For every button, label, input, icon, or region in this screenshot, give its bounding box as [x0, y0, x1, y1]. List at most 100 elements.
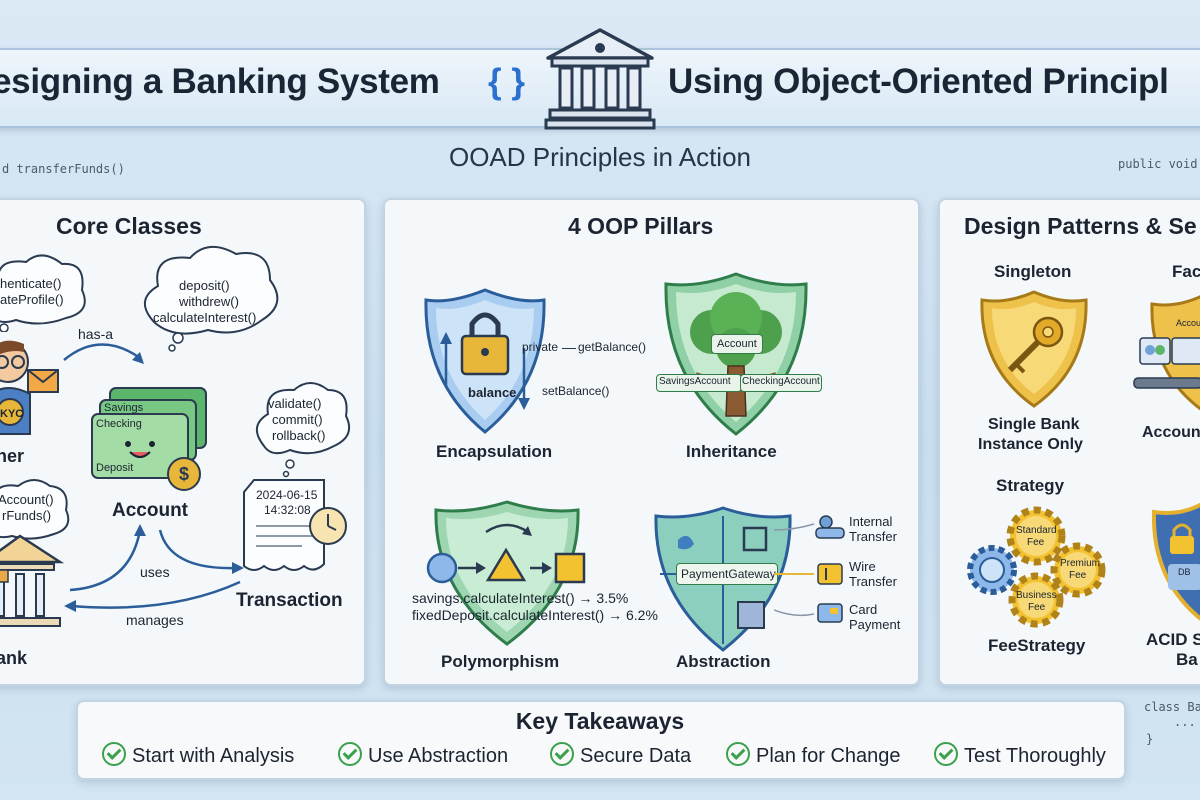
- cloud-customer-line2: ateProfile(): [0, 292, 64, 307]
- poly-line2: fixedDeposit.calculateInterest() → 6.2%: [412, 607, 658, 623]
- fee-premium-line2: Fee: [1069, 570, 1087, 581]
- account-label: Account: [112, 500, 188, 521]
- inheritance-shield-icon: [664, 272, 808, 436]
- encap-balance: balance: [468, 385, 517, 400]
- payment-gateway: PaymentGateway: [681, 567, 776, 581]
- card-payment-line1: Card: [849, 602, 878, 617]
- encap-get-balance: getBalance(): [578, 340, 647, 354]
- factory-shield-icon: [1133, 295, 1200, 411]
- takeaway-item: Start with Analysis: [102, 742, 294, 768]
- singleton-label: Singleton: [994, 262, 1072, 281]
- fee-business-line2: Fee: [1028, 602, 1046, 613]
- takeaway-item: Secure Data: [550, 742, 691, 768]
- encap-private: private: [522, 340, 559, 354]
- cloud-transaction-icon: [256, 382, 350, 478]
- polymorphism-shield-icon: [426, 500, 586, 646]
- abstraction-connectors: [774, 523, 815, 617]
- code-snippet-right: public void: [1118, 157, 1198, 171]
- takeaway-item: Use Abstraction: [338, 742, 508, 768]
- singleton-desc-line2: Instance Only: [978, 436, 1083, 453]
- check-circle-icon: [550, 742, 574, 766]
- subtitle: OOAD Principles in Action: [448, 142, 751, 172]
- cloud-transaction-line2: commit(): [272, 412, 323, 427]
- takeaway-item: Test Thoroughly: [934, 742, 1106, 768]
- receipt-time: 14:32:08: [264, 503, 311, 517]
- rel-uses: uses: [140, 564, 170, 580]
- check-circle-icon: [726, 742, 750, 766]
- key-takeaways-title: Key Takeaways: [515, 708, 685, 734]
- customer-label: ner: [0, 446, 25, 466]
- cloud-transaction-line3: rollback(): [272, 428, 326, 443]
- cloud-customer-icon: [0, 254, 86, 332]
- card-deposit: Deposit: [96, 462, 134, 474]
- customer-icon: [0, 340, 59, 435]
- rel-has-a: has-a: [78, 326, 114, 342]
- cloud-account-line3: calculateInterest(): [153, 310, 257, 325]
- cloud-account-icon: [144, 246, 279, 352]
- dollar-icon: $: [179, 464, 190, 484]
- singleton-desc-line1: Single Bank: [988, 416, 1080, 433]
- abstraction-label: Abstraction: [676, 652, 771, 671]
- poly-line1: savings.calculateInterest() → 3.5%: [412, 590, 629, 606]
- card-savings: Savings: [104, 402, 144, 414]
- code-bottom-line3: }: [1146, 732, 1154, 746]
- factory-tag: AccountFact: [1176, 318, 1200, 328]
- core-classes-title: Core Classes: [56, 213, 202, 239]
- takeaway-item: Plan for Change: [726, 742, 901, 768]
- db-label: DB: [1178, 567, 1191, 577]
- fee-strategy-label: FeeStrategy: [988, 636, 1086, 655]
- acid-shield-icon: [1151, 502, 1200, 621]
- cloud-bank-line2: rFunds(): [2, 508, 52, 523]
- check-circle-icon: [338, 742, 362, 766]
- fee-premium-line1: Premium: [1060, 558, 1101, 569]
- braces-icon: { }: [488, 62, 525, 101]
- encapsulation-label: Encapsulation: [436, 442, 553, 461]
- bank-building-icon: [544, 28, 656, 130]
- account-cards-icon: [91, 387, 207, 491]
- fee-standard-line1: Standard: [1016, 525, 1057, 536]
- internal-transfer-icon: [815, 515, 845, 539]
- factory-desc: Accoun: [1142, 424, 1200, 441]
- inh-account-box: [711, 334, 763, 354]
- encap-set-balance: setBalance(): [542, 384, 610, 398]
- key-takeaways-panel: [76, 700, 1126, 780]
- cloud-bank-icon: [0, 479, 70, 540]
- bank-label: ank: [0, 648, 28, 668]
- inh-savings: SavingsAccount: [659, 376, 731, 387]
- kyc-badge: KYC: [0, 408, 24, 420]
- inh-checking: CheckingAccount: [742, 376, 820, 387]
- rel-manages: manages: [126, 612, 184, 628]
- transaction-label: Transaction: [236, 590, 343, 611]
- relation-arrows: [64, 524, 244, 612]
- design-patterns-title: Design Patterns & Se: [964, 213, 1197, 239]
- code-bottom-line1: class Ba: [1144, 700, 1200, 714]
- design-patterns-panel: [938, 198, 1200, 686]
- card-checking: Checking: [96, 418, 142, 430]
- inh-account: Account: [717, 338, 757, 350]
- cloud-customer-line1: henticate(): [0, 276, 62, 291]
- title-right: Using Object-Oriented Principl: [668, 62, 1169, 101]
- private-connector: [562, 348, 576, 349]
- singleton-shield-icon: [980, 290, 1088, 408]
- acid-line1: ACID S: [1146, 630, 1200, 649]
- card-payment-line2: Payment: [849, 617, 901, 632]
- receipt-date: 2024-06-15: [256, 488, 318, 502]
- bank-icon: [0, 534, 65, 627]
- cloud-account-line1: deposit(): [179, 278, 230, 293]
- factory-label: Fac: [1172, 262, 1200, 281]
- inheritance-label: Inheritance: [686, 442, 777, 461]
- fee-standard-line2: Fee: [1027, 537, 1045, 548]
- cloud-account-line2: withdrew(): [179, 294, 239, 309]
- wire-transfer-line2: Transfer: [849, 574, 897, 589]
- polymorphism-label: Polymorphism: [441, 652, 560, 671]
- cloud-transaction-line1: validate(): [268, 396, 322, 411]
- code-bottom-line2: ...: [1174, 715, 1196, 729]
- encapsulation-shield-icon: [424, 288, 546, 434]
- inh-checking-box: [740, 374, 822, 392]
- internal-transfer-line1: Internal: [849, 514, 893, 529]
- wire-transfer-line1: Wire: [849, 559, 876, 574]
- fee-business-line1: Business: [1016, 590, 1057, 601]
- has-a-arrow: [63, 343, 144, 364]
- strategy-gears-icon: [967, 506, 1106, 628]
- oop-pillars-title: 4 OOP Pillars: [568, 213, 714, 239]
